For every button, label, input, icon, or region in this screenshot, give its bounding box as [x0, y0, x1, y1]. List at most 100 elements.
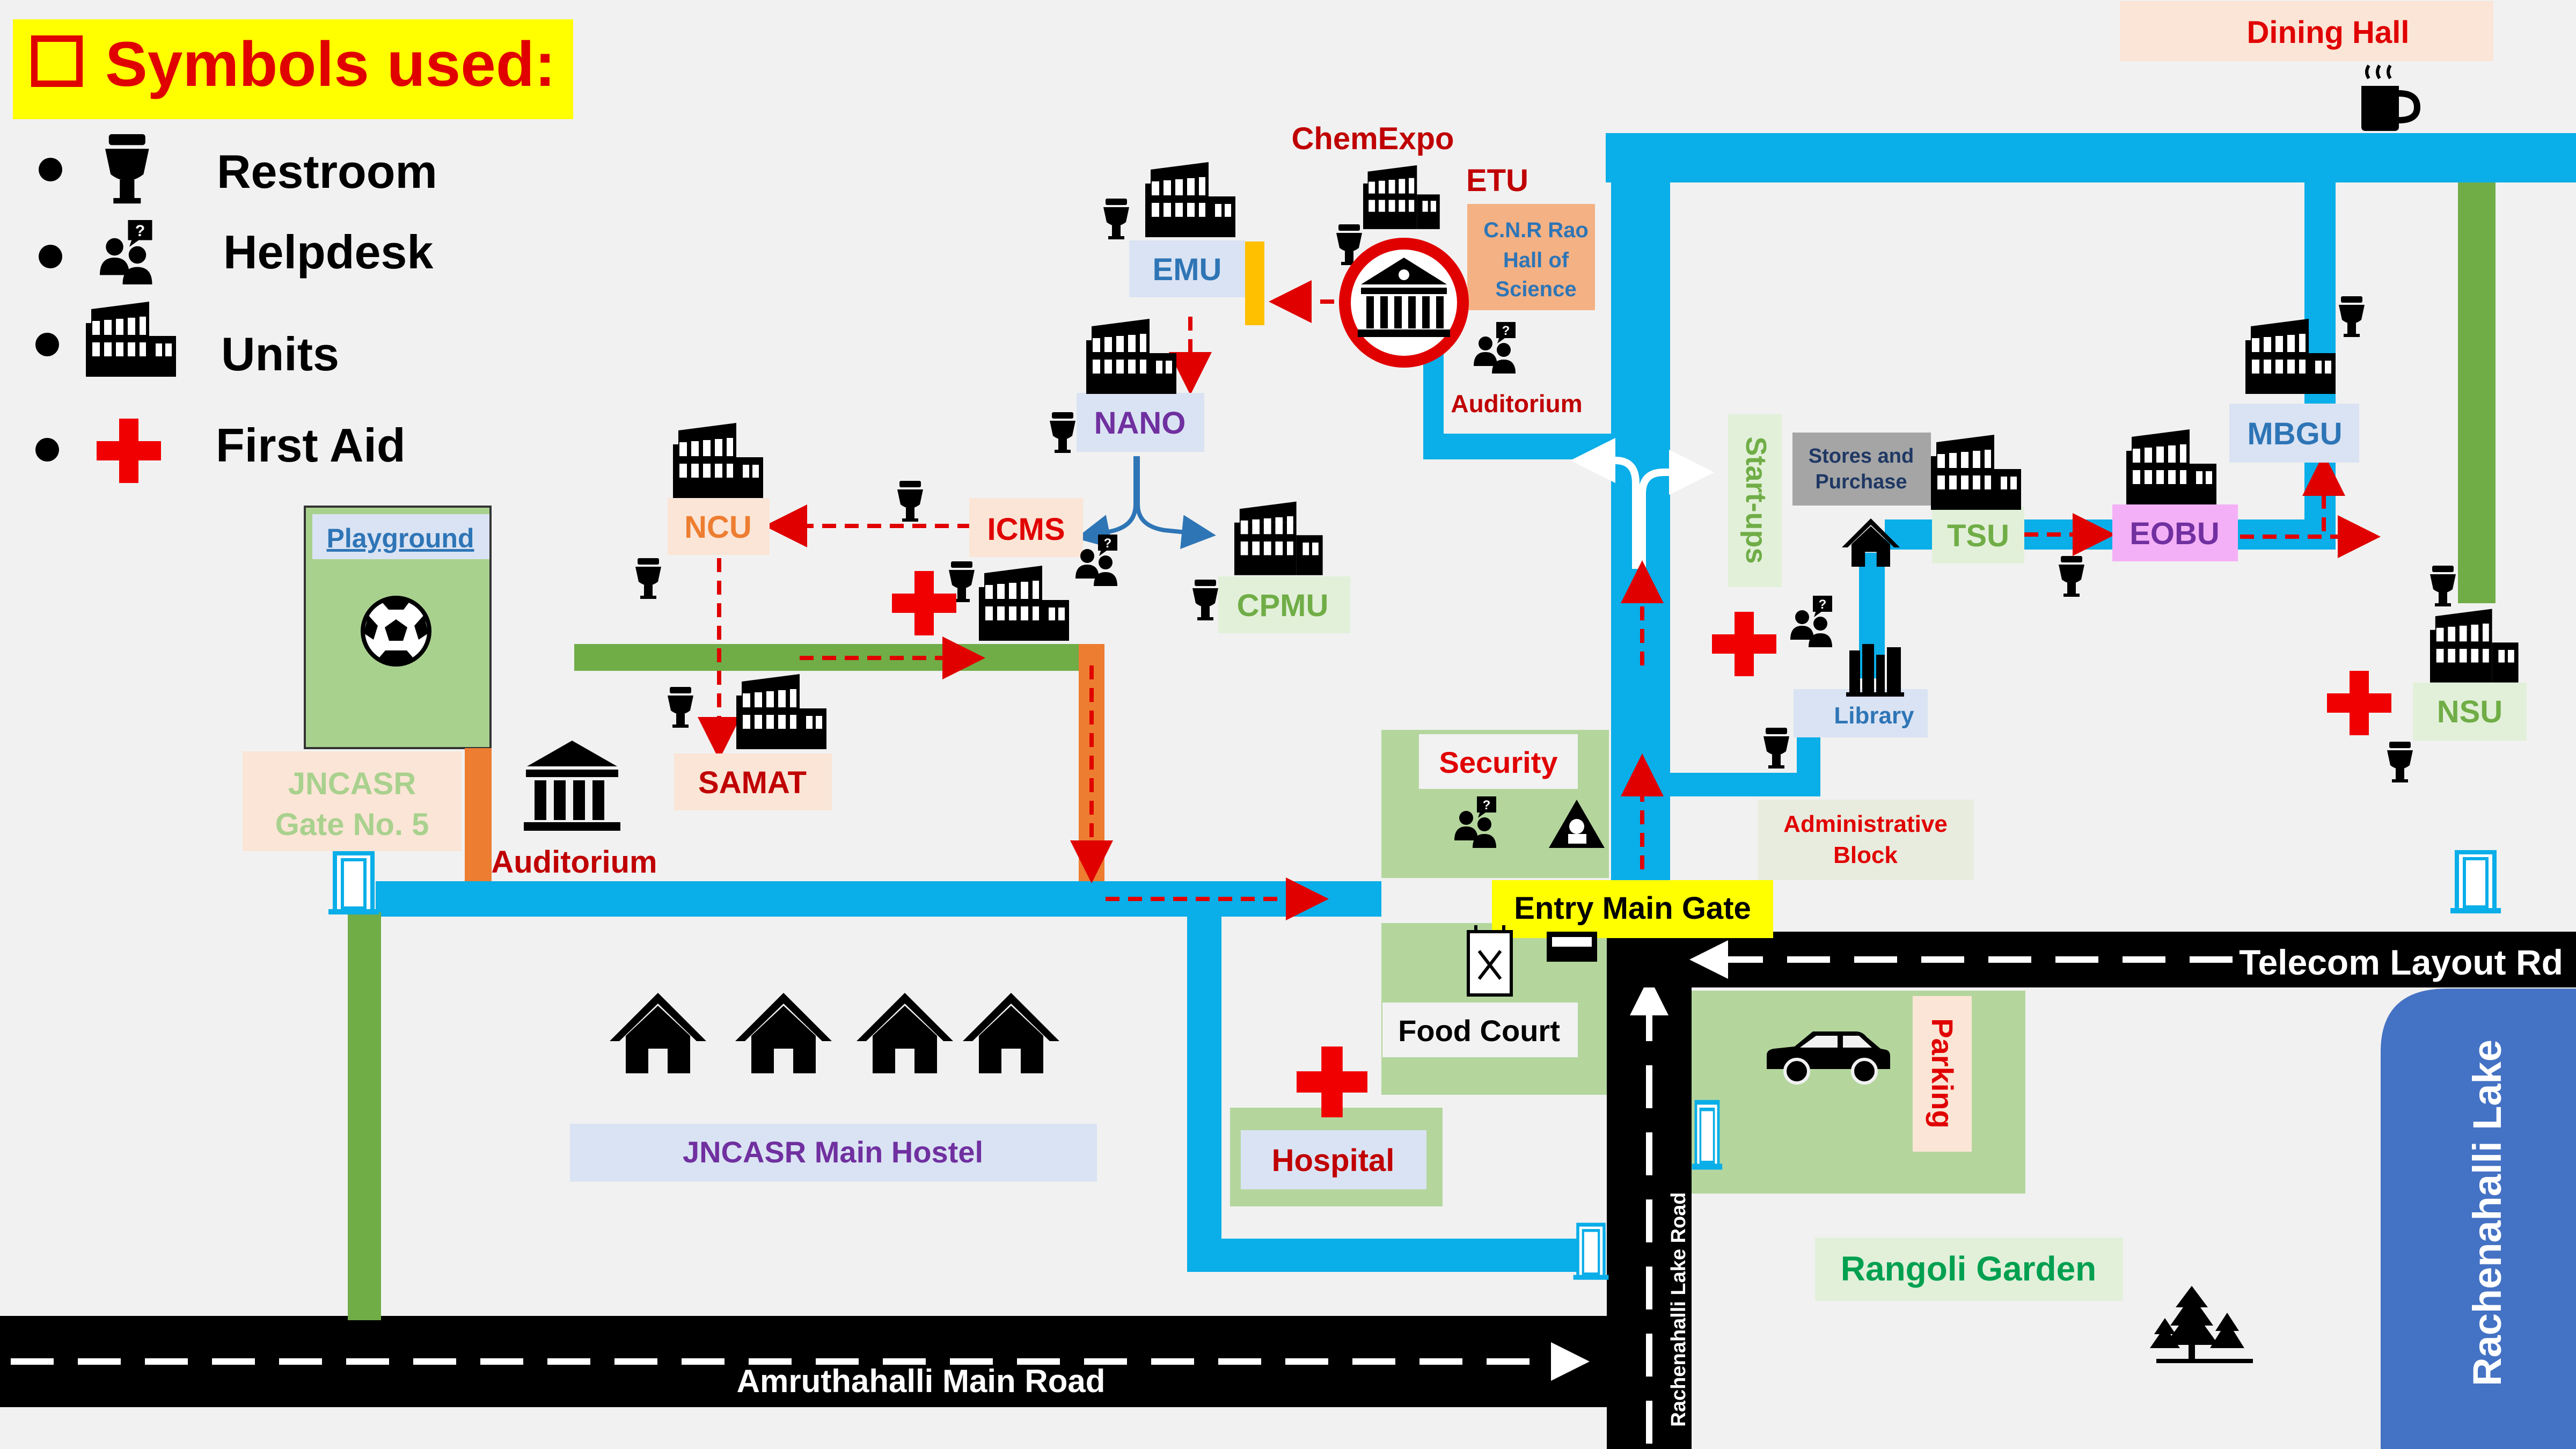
- roads: Telecom Layout Rd Amruthahalli Main Road…: [0, 932, 2576, 1449]
- books-icon: [1846, 644, 1904, 697]
- first-aid-icon: [892, 571, 956, 635]
- dining-hall-label: Dining Hall: [2247, 15, 2410, 50]
- units-icon: [1086, 319, 1176, 394]
- amruthahalli-road-label: Amruthahalli Main Road: [737, 1363, 1106, 1399]
- bullet-icon: [35, 438, 59, 462]
- rangoli-box: [1815, 1238, 2123, 1301]
- legend-item-helpdesk: Helpdesk: [223, 225, 434, 279]
- nano-label: NANO: [1094, 406, 1186, 441]
- cnr-rao-label-line2: Hall of: [1503, 248, 1569, 272]
- units-icon: [1145, 162, 1235, 237]
- legend: Symbols used: Restroom Helpdesk Units Fi…: [13, 19, 573, 483]
- chemexpo-label: ChemExpo: [1292, 121, 1454, 156]
- auditorium-left-label: Auditorium: [491, 845, 657, 880]
- units-icon: [2126, 429, 2216, 504]
- gate5-box: [243, 751, 462, 851]
- gate5-path: [348, 912, 381, 1320]
- food-court-label: Food Court: [1398, 1014, 1560, 1048]
- orange-path: [465, 748, 492, 881]
- restroom-icon: [668, 687, 693, 728]
- mbgu-label: MBGU: [2247, 416, 2342, 451]
- cnr-rao-box: [1467, 204, 1595, 310]
- auditorium-top-label: Auditorium: [1451, 390, 1582, 418]
- playground-label: Playground: [326, 523, 474, 553]
- dining-hall-box: [2120, 1, 2493, 61]
- restroom-icon: [2059, 556, 2084, 597]
- security-guard-icon: [1549, 800, 1605, 848]
- nano-direction-arrow: [1136, 456, 1216, 550]
- etu-label: ETU: [1466, 163, 1528, 198]
- gate-door-icon: [1574, 1225, 1609, 1280]
- units-icon: [86, 302, 176, 377]
- restroom-icon: [1763, 728, 1789, 769]
- restroom-icon: [2430, 566, 2456, 606]
- map-icons: [361, 64, 2519, 1363]
- units-icon: [673, 423, 763, 498]
- main-hostel-label: JNCASR Main Hostel: [683, 1135, 983, 1169]
- entry-gate-box: [1492, 880, 1773, 938]
- house-icon: [610, 993, 706, 1073]
- menu-card-icon: [1467, 925, 1513, 997]
- cnr-rao-hall-icon: [1339, 238, 1469, 368]
- hospital-label: Hospital: [1272, 1143, 1395, 1178]
- legend-title-box: [13, 19, 573, 119]
- hospital-box: [1241, 1130, 1426, 1189]
- hospital-path: [1187, 1239, 1583, 1272]
- hospital-path: [1187, 917, 1221, 1239]
- ncu-label: NCU: [684, 510, 752, 545]
- library-path: [1670, 773, 1820, 796]
- path-direction-arrow: [1638, 450, 1714, 569]
- units-icon: [1234, 501, 1323, 575]
- helpdesk-icon: [1474, 322, 1516, 374]
- bullet-icon: [39, 245, 62, 268]
- stores-label-line1: Stores and: [1809, 445, 1914, 467]
- main-horizontal-path: [376, 881, 1381, 917]
- startups-box: [1728, 414, 1782, 587]
- cnr-rao-label-line3: Science: [1495, 277, 1576, 301]
- food-court-box: [1382, 1002, 1578, 1057]
- emu-box: [1129, 240, 1245, 297]
- admin-block-label-line2: Block: [1833, 842, 1898, 868]
- units-icon: [736, 674, 826, 749]
- legend-item-first-aid: First Aid: [216, 419, 406, 472]
- restroom-icon: [2339, 296, 2365, 337]
- restroom-icon: [2387, 742, 2413, 782]
- restroom-icon: [1192, 580, 1218, 620]
- coffee-cup-icon: [2361, 64, 2421, 131]
- bullet-icon: [35, 333, 59, 356]
- stores-box: [1792, 433, 1931, 506]
- rangoli-label: Rangoli Garden: [1841, 1249, 2097, 1288]
- first-aid-icon: [97, 419, 161, 483]
- admin-block-label-line1: Administrative: [1783, 811, 1948, 837]
- eobu-label: EOBU: [2129, 516, 2220, 551]
- samat-box: [674, 753, 832, 810]
- soccer-ball-icon: [361, 596, 431, 667]
- telecom-road-label: Telecom Layout Rd: [2239, 942, 2563, 982]
- library-label: Library: [1834, 702, 1914, 729]
- units-icon: [1931, 435, 2021, 510]
- entry-gate-label: Entry Main Gate: [1514, 891, 1751, 926]
- security-label: Security: [1439, 745, 1558, 779]
- admin-block-box: [1758, 800, 1974, 880]
- cash-register-icon: [1547, 932, 1597, 962]
- restroom-icon: [1103, 199, 1129, 239]
- trees-icon: [2150, 1286, 2253, 1363]
- nano-direction-arrow: [1075, 456, 1138, 548]
- gate-door-icon: [2450, 852, 2501, 913]
- cpmu-box: [1218, 576, 1350, 633]
- legend-item-units: Units: [221, 327, 339, 380]
- tsu-box: [1932, 507, 2024, 564]
- gate-door-icon: [328, 853, 379, 914]
- lake: [2381, 989, 2576, 1449]
- legend-item-restroom: Restroom: [217, 145, 437, 198]
- helpdesk-icon: [100, 220, 152, 284]
- helpdesk-icon: [1790, 596, 1832, 647]
- nsu-path: [2458, 182, 2496, 603]
- auditorium-path: [1423, 434, 1611, 459]
- eobu-box: [2112, 504, 2238, 561]
- security-box: [1419, 734, 1578, 789]
- first-aid-icon: [1712, 612, 1776, 676]
- tsu-label: TSU: [1947, 518, 2009, 553]
- nsu-box: [2413, 683, 2527, 741]
- house-icon: [963, 993, 1059, 1073]
